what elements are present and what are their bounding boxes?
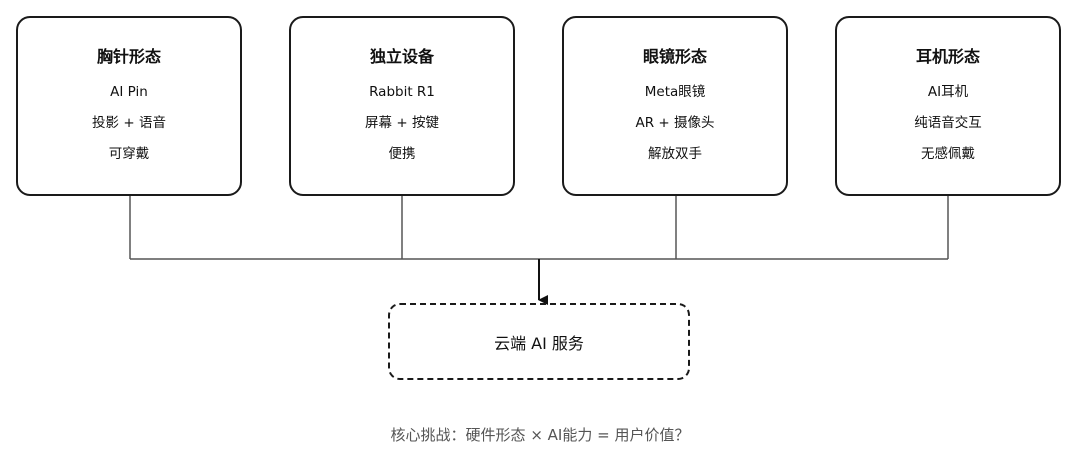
box-brooch-form: 胸针形态 AI Pin 投影 + 语音 可穿戴	[16, 16, 242, 196]
box-line: 可穿戴	[108, 146, 150, 162]
cloud-label: 云端 AI 服务	[494, 333, 584, 353]
box-title: 独立设备	[369, 47, 434, 66]
box-line: Meta眼镜	[644, 84, 706, 100]
box-line: AI耳机	[927, 84, 969, 100]
box-line: 解放双手	[648, 146, 702, 162]
core-challenge-caption: 核心挑战：硬件形态 × AI能力 = 用户价值？	[390, 426, 690, 444]
box-title: 耳机形态	[915, 47, 980, 66]
box-line: AI Pin	[110, 84, 148, 100]
box-line: 投影 + 语音	[92, 115, 166, 131]
box-title: 眼镜形态	[642, 47, 707, 66]
box-line: 纯语音交互	[914, 115, 982, 131]
box-line: 屏幕 + 按键	[365, 115, 439, 131]
box-line: 无感佩戴	[921, 146, 975, 162]
box-line: 便携	[388, 146, 416, 162]
box-line: Rabbit R1	[369, 84, 435, 100]
box-standalone-device: 独立设备 Rabbit R1 屏幕 + 按键 便携	[289, 16, 515, 196]
box-earphone-form: 耳机形态 AI耳机 纯语音交互 无感佩戴	[835, 16, 1061, 196]
box-title: 胸针形态	[96, 47, 161, 66]
box-glasses-form: 眼镜形态 Meta眼镜 AR + 摄像头 解放双手	[562, 16, 788, 196]
cloud-ai-service-box: 云端 AI 服务	[388, 303, 690, 380]
box-line: AR + 摄像头	[635, 115, 715, 131]
